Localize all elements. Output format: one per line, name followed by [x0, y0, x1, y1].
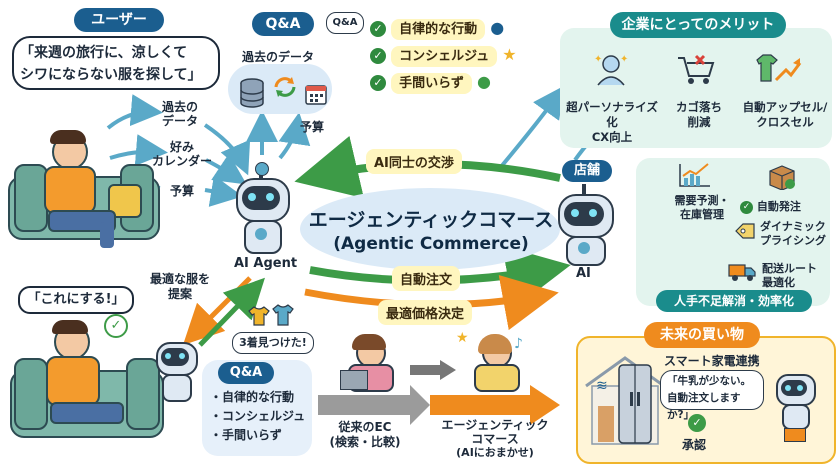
decision-bubble: 「これにする!」: [18, 286, 134, 314]
user-bubble-line1: 「来週の旅行に、涼しくて: [20, 45, 188, 61]
old-ec-person: [340, 334, 400, 392]
check-icon: ✓: [370, 47, 386, 64]
feature-list: ✓ 自律的な行動 ● ✓ コンシェルジュ ★ ✓ 手間いらず ●: [370, 18, 520, 94]
qa-badge: Q&A: [326, 12, 364, 34]
price-tag-icon: [734, 222, 756, 240]
store-robot: [544, 184, 624, 266]
qa-bottom-item: ・手間いらず: [210, 428, 282, 442]
ai-agent-robot: [228, 162, 294, 254]
dynamic-pricing-label: ダイナミックプライシング: [760, 220, 826, 247]
future-subtitle: スマート家電連携: [664, 354, 760, 368]
future-heading: 未来の買い物: [644, 322, 760, 348]
qa-bottom-item: ・自律的な行動: [210, 390, 295, 404]
new-ec-caption: エージェンティックコマース(AIにおまかせ): [441, 418, 549, 459]
check-icon: ✓: [740, 200, 753, 214]
benefit-personalization-icon: ✦✦: [594, 52, 628, 86]
person-icon: ●: [490, 18, 505, 37]
shirt-icon: [272, 304, 294, 326]
svg-text:✦: ✦: [594, 54, 602, 65]
benefits-heading: 企業にとってのメリット: [610, 12, 786, 38]
database-icon: [240, 78, 264, 108]
demand-label: 需要予測・在庫管理: [674, 194, 730, 221]
old-ec-caption: 従来のEC(検索・比較): [329, 420, 401, 449]
ai-agent-label: AI Agent: [234, 256, 298, 271]
feature-item: ✓ コンシェルジュ ★: [370, 45, 520, 67]
fridge-icon: [618, 364, 652, 444]
store-footer: 人手不足解消・効率化: [656, 290, 812, 312]
benefits-panel: [560, 28, 832, 148]
benefit-item: 自動アップセル/クロスセル: [742, 100, 828, 129]
store-panel: [636, 158, 830, 306]
benefit-cart-icon: [676, 54, 716, 86]
box-icon: [768, 164, 796, 190]
center-ellipse: [300, 188, 560, 270]
qa-top-budget: 予算: [300, 120, 325, 134]
input-budget: 予算: [170, 184, 195, 198]
negotiation-label: AI同士の交渉: [366, 149, 462, 174]
auto-order-item: ✓ 自動発注: [740, 198, 801, 214]
best-price-label: 最適価格決定: [378, 300, 473, 325]
check-icon: ✓: [370, 20, 386, 37]
calendar-icon: [304, 82, 328, 106]
approve-check-icon: ✓: [688, 414, 706, 432]
star-icon: ★: [502, 45, 517, 64]
feature-item: ✓ 手間いらず ●: [370, 72, 520, 94]
qa-top-heading: Q&A: [252, 12, 314, 36]
check-icon: ✓: [370, 74, 386, 91]
feature-item: ✓ 自律的な行動 ●: [370, 18, 520, 40]
input-preferences: 好みカレンダー: [152, 140, 213, 168]
future-robot: [770, 370, 818, 444]
user-bubble-line2: シワにならない服を探して」: [20, 67, 202, 83]
milk-bubble: 「牛乳が少ない。自動注文しますか?」: [660, 370, 764, 421]
input-past-data: 過去のデータ: [162, 100, 199, 128]
truck-icon: [728, 262, 756, 282]
music-note-icon: ♪: [514, 336, 523, 352]
auto-order-label: 自動注文: [392, 266, 461, 291]
user-sofa-illustration: [8, 130, 160, 254]
store-ai-label: AI: [576, 266, 591, 281]
sparkle-icon: ★: [456, 330, 469, 346]
new-ec-person: [466, 332, 526, 392]
user-heading: ユーザー: [74, 8, 164, 32]
approve-label: 承認: [682, 438, 707, 452]
tshirt-icon: [248, 306, 270, 326]
benefit-item: カゴ落ち削減: [676, 100, 722, 129]
found-bubble: 3着見つけた!: [232, 332, 314, 354]
center-title: エージェンティックコマース: [308, 209, 554, 231]
qa-bottom-heading: Q&A: [218, 362, 274, 384]
demand-chart-icon: [678, 162, 712, 188]
refresh-icon: [272, 74, 298, 100]
decision-sofa-illustration: [10, 310, 164, 450]
benefit-upsell-icon: [754, 52, 802, 86]
center-subtitle: (Agentic Commerce): [333, 234, 529, 254]
qa-bottom-list: ・自律的な行動 ・コンシェルジュ ・手間いらず: [210, 388, 305, 445]
wifi-icon: ≋: [596, 378, 608, 394]
qa-bottom-item: ・コンシェルジュ: [210, 409, 306, 423]
person-plus-icon: ●: [476, 72, 491, 91]
small-robot: [150, 338, 200, 402]
svg-text:✦: ✦: [620, 54, 628, 65]
store-heading: 店舗: [562, 160, 612, 182]
suggest-label: 最適な服を提案: [150, 272, 211, 301]
qa-top-past-data: 過去のデータ: [242, 50, 315, 64]
user-speech-bubble: 「来週の旅行に、涼しくて シワにならない服を探して」: [12, 36, 220, 90]
decision-check-icon: ✓: [104, 314, 128, 338]
route-label: 配送ルート最適化: [762, 262, 817, 289]
